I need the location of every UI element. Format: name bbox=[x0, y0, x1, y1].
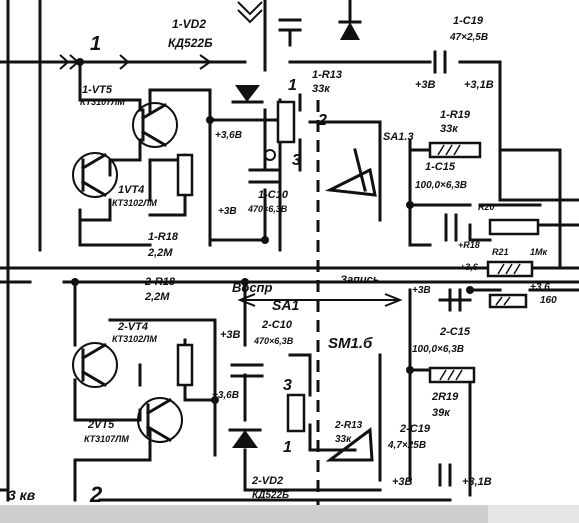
label-2vd2-type: КД522Б bbox=[252, 490, 289, 501]
label-pin-1-bottom: 1 bbox=[283, 439, 292, 456]
label-1mk: 1Мк bbox=[530, 247, 548, 257]
resistors bbox=[176, 100, 540, 433]
label-pin-2-top: 2 bbox=[317, 112, 327, 129]
label-1c19-minus: +3В bbox=[415, 79, 436, 91]
transistor-2vt4 bbox=[72, 342, 118, 388]
label-rb-volt-a: +3В bbox=[412, 285, 431, 296]
label-2c19-val: 4,7×25В bbox=[387, 440, 426, 451]
switch-linkage bbox=[316, 100, 382, 520]
label-2c19-ref: 2-С19 bbox=[399, 423, 431, 435]
diode-2vd2 bbox=[228, 428, 262, 448]
label-1r13-val: 33к bbox=[312, 83, 331, 95]
label-1vd2-type: КД522Б bbox=[168, 36, 213, 50]
label-1vt4-type: КТ3102ЛМ bbox=[112, 198, 157, 208]
resistor-r20 bbox=[488, 218, 540, 236]
diode-1vd2 bbox=[231, 85, 264, 104]
resistor-2r19 bbox=[428, 366, 476, 384]
label-rb-volt-b: +3,6 bbox=[530, 282, 550, 293]
label-1c15-val: 100,0×6,3В bbox=[415, 180, 467, 191]
scan-margin-bar bbox=[0, 505, 579, 523]
resistor-r21 bbox=[486, 260, 534, 278]
labels: 1 2 3 кв 1-VD2 КД522Б 1-VT5 КТ3107ЛМ 1VT… bbox=[8, 15, 557, 507]
label-1c19-plus: +3,1В bbox=[464, 79, 494, 91]
label-1c10-ref: 1-С10 bbox=[258, 189, 289, 201]
label-r21: R21 bbox=[492, 247, 509, 257]
label-1r13-ref: 1-R13 bbox=[312, 69, 342, 81]
resistor-2r13 bbox=[286, 393, 306, 433]
label-1c19-val: 47×2,5В bbox=[449, 32, 488, 43]
label-2r19-ref: 2R19 bbox=[431, 391, 459, 403]
label-2r13-val: 33к bbox=[335, 434, 352, 445]
label-zapis: Запись bbox=[340, 274, 379, 286]
label-1vt4-ref: 1VT4 bbox=[118, 184, 144, 196]
label-1c19-ref: 1-С19 bbox=[453, 15, 484, 27]
label-pin-3-top: 3 bbox=[292, 152, 301, 169]
label-2r19-val: 39к bbox=[432, 407, 451, 419]
label-1c15-ref: 1-С15 bbox=[425, 161, 456, 173]
label-pin-3-bottom: 3 bbox=[283, 377, 292, 394]
bottom-left-label: 3 кв bbox=[8, 487, 36, 503]
node-1-label: 1 bbox=[90, 33, 101, 55]
label-2vt5-ref: 2VT5 bbox=[87, 419, 115, 431]
resistor-2r18 bbox=[176, 343, 194, 387]
capacitors bbox=[230, 50, 462, 487]
transistor-2vt5 bbox=[137, 397, 183, 443]
transistor-1vt4 bbox=[72, 152, 118, 198]
label-2c15-val: 100,0×6,3В bbox=[412, 344, 464, 355]
label-2vd2-ref: 2-VD2 bbox=[251, 475, 283, 487]
label-2vt4-type: КТ3102ЛМ bbox=[112, 334, 157, 344]
junctions bbox=[71, 58, 474, 404]
label-2c10-lower: +3,6В bbox=[212, 390, 239, 401]
input-symbol bbox=[237, 0, 362, 47]
label-2c15-ref: 2-С15 bbox=[439, 326, 471, 338]
label-1r18-val: 2,2М bbox=[147, 247, 173, 259]
label-pin-1-top: 1 bbox=[288, 77, 297, 94]
label-1r19-ref: 1-R19 bbox=[440, 109, 471, 121]
label-1vt5-type: КТ3107ЛМ bbox=[80, 97, 125, 107]
label-rb-val: 160 bbox=[540, 295, 557, 306]
label-r18-node: +R18 bbox=[458, 240, 480, 250]
transistor-1vt5 bbox=[132, 102, 178, 148]
label-sa13: SA1.3 bbox=[383, 131, 414, 143]
label-1c10-val: 470×6,3В bbox=[247, 204, 288, 214]
label-sa1: SA1 bbox=[272, 297, 299, 313]
label-2c10-volt: +3В bbox=[220, 329, 241, 341]
label-sm1b: SM1.б bbox=[328, 335, 373, 352]
label-2r13-ref: 2-R13 bbox=[334, 420, 363, 431]
label-rail-voltage: +3,6 bbox=[460, 262, 479, 272]
label-2c10-val: 470×6,3В bbox=[253, 336, 294, 346]
resistor-1r13 bbox=[276, 100, 296, 144]
label-2r18-val: 2,2М bbox=[144, 291, 170, 303]
scan-margin-bar-light bbox=[488, 505, 579, 523]
label-1r19-val: 33к bbox=[440, 123, 459, 135]
wires bbox=[0, 0, 579, 502]
label-1c10-volt: +3,6В bbox=[215, 130, 242, 141]
label-2c10-ref: 2-С10 bbox=[261, 319, 293, 331]
resistor-rb bbox=[488, 293, 528, 309]
label-2vt4-ref: 2-VT4 bbox=[117, 321, 148, 333]
label-2r18-ref: 2-R18 bbox=[144, 276, 176, 288]
label-1vd2-ref: 1-VD2 bbox=[172, 17, 206, 31]
label-2c19-minus: +3В bbox=[392, 476, 413, 488]
label-2vt5-type: КТ3107ЛМ bbox=[84, 434, 129, 444]
label-1r18-ref: 1-R18 bbox=[148, 231, 179, 243]
resistor-1r18 bbox=[176, 153, 194, 197]
resistor-1r19 bbox=[428, 141, 482, 159]
label-vosp: Воспр bbox=[232, 280, 273, 295]
label-r20: R20 bbox=[478, 202, 495, 212]
switch-contacts bbox=[237, 148, 403, 462]
label-1vt5-ref: 1-VT5 bbox=[82, 84, 113, 96]
node-2-label: 2 bbox=[89, 482, 103, 507]
label-2c19-plus: +3,1В bbox=[462, 476, 492, 488]
label-1c10-bottom: +3В bbox=[218, 206, 237, 217]
